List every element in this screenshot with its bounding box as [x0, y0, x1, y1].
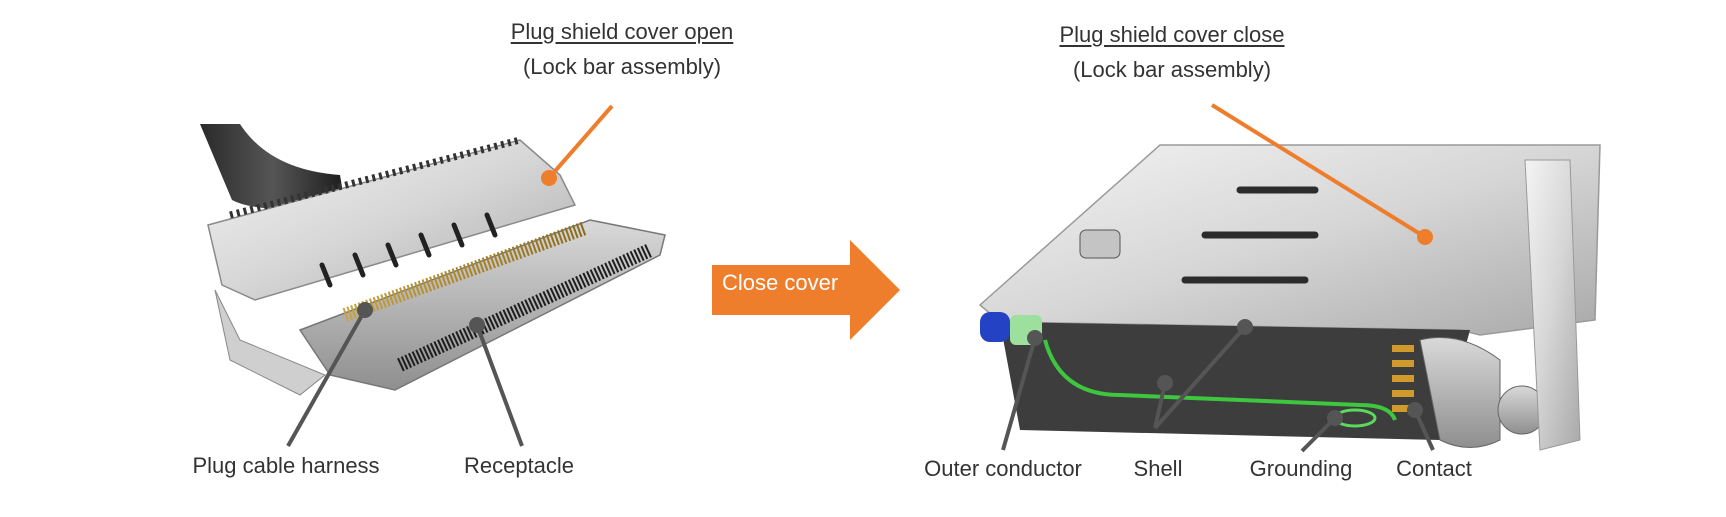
cable-bundle: [200, 124, 345, 209]
cable-wire-row: [229, 136, 521, 219]
shell-leader-2: [1153, 325, 1247, 430]
plug-shield-cover: [207, 139, 577, 301]
top-shield-slots: [1181, 186, 1319, 284]
right-title-line2: (Lock bar assembly): [1072, 57, 1272, 82]
contact-leader-dot: [1407, 402, 1423, 418]
left-leaders: [286, 104, 614, 447]
closed-connector-illustration: [978, 144, 1601, 451]
callout-outer-conductor: Outer conductor: [924, 456, 1082, 481]
receptacle-leader: [475, 324, 524, 447]
contact-pins: [1392, 345, 1414, 412]
receptacle-leader-dot: [469, 317, 485, 333]
left-title-line2: (Lock bar assembly): [522, 54, 722, 79]
callout-shell: Shell: [1133, 456, 1183, 481]
harness-leader: [286, 309, 367, 447]
shell-leader-1-dot: [1157, 375, 1173, 391]
left-title-line1: Plug shield cover open: [510, 19, 734, 44]
cover-close-leader-dot: [1417, 229, 1433, 245]
open-connector-illustration: [200, 124, 666, 396]
cover-slots: [319, 212, 498, 288]
close-cover-arrow: [712, 240, 900, 340]
lock-latch: [1079, 229, 1121, 259]
outer-conductor-leader-dot: [1027, 330, 1043, 346]
base-rail: [214, 289, 326, 396]
callout-plug-cable-harness: Plug cable harness: [192, 453, 380, 478]
cover-open-leader-dot: [541, 170, 557, 186]
harness-leader-dot: [357, 302, 373, 318]
callout-contact: Contact: [1396, 456, 1472, 481]
callout-receptacle: Receptacle: [463, 453, 575, 478]
close-cover-label: Close cover: [722, 270, 839, 295]
receptacle-contact-row: [397, 243, 653, 372]
side-rail: [1524, 159, 1581, 451]
right-leaders: [1001, 103, 1435, 453]
cover-open-leader: [547, 104, 614, 180]
grounding-leader-dot: [1327, 410, 1343, 426]
plug-contact-row: [342, 221, 588, 322]
cover-close-leader: [1210, 103, 1427, 239]
grounding-trace: [1043, 339, 1397, 421]
right-title-line1: Plug shield cover close: [1059, 22, 1285, 47]
shell-leader-2-dot: [1237, 319, 1253, 335]
outer-conductor-leader: [1001, 337, 1037, 451]
callout-grounding: Grounding: [1249, 456, 1353, 481]
top-shield: [978, 144, 1601, 336]
outer-conductor-blue: [980, 312, 1010, 342]
